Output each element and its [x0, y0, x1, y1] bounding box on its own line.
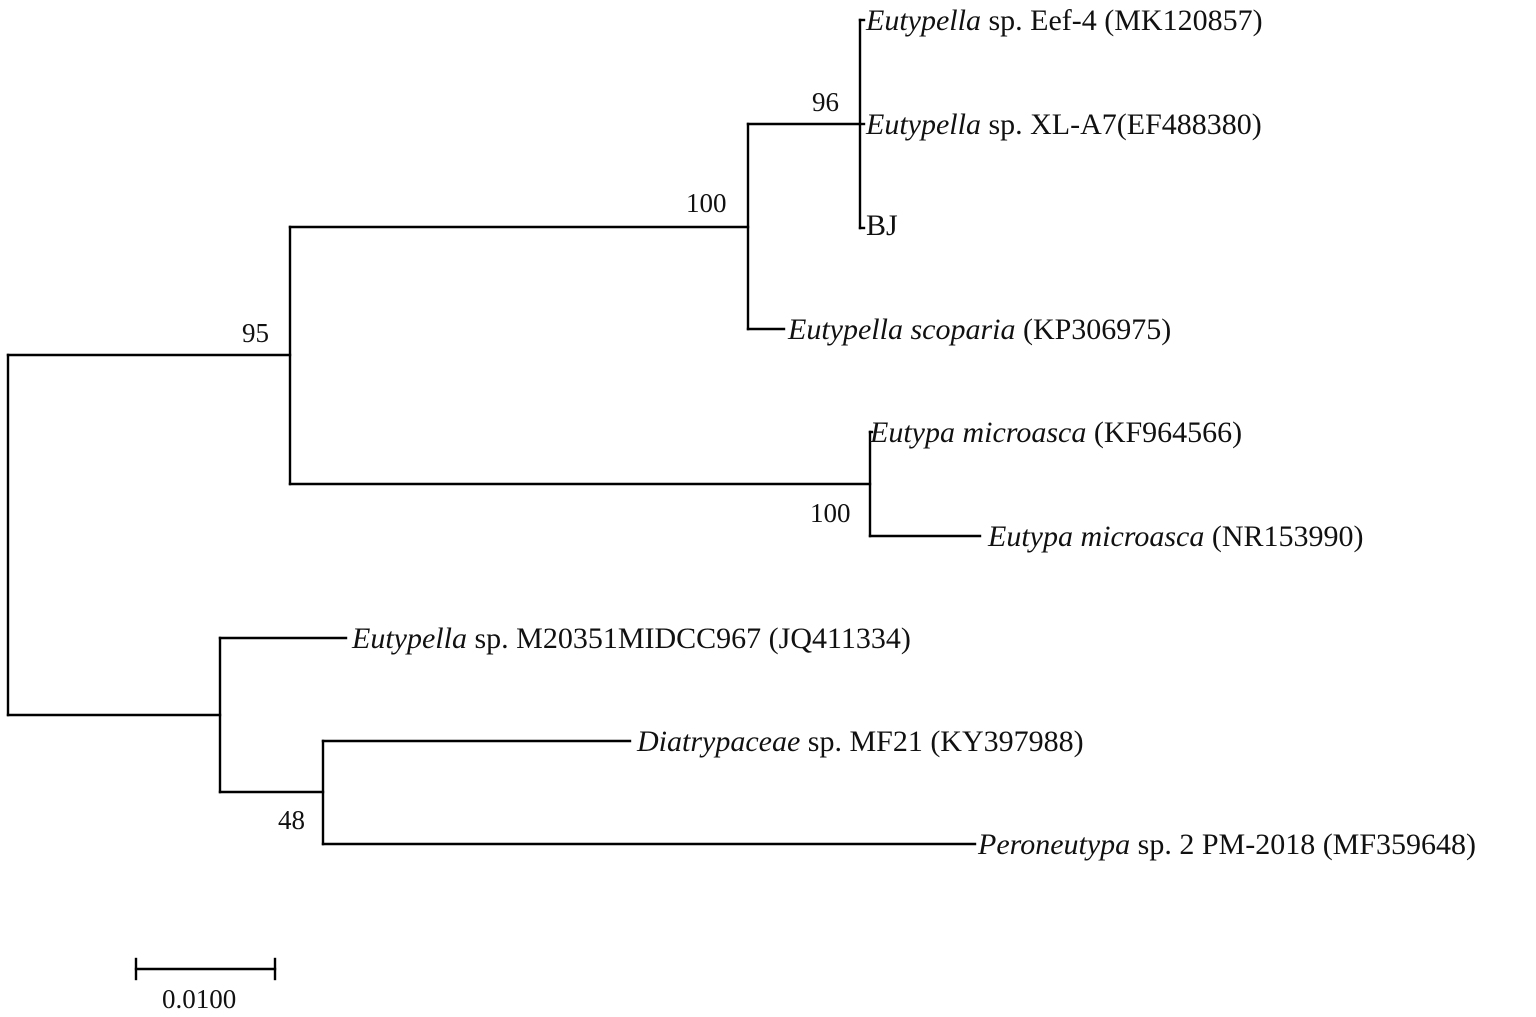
taxon-label-mf21: Diatrypaceae sp. MF21 (KY397988): [636, 725, 1084, 758]
support-value-96: 96: [812, 87, 839, 117]
taxon-label-microasca1: Eutypa microasca (KF964566): [869, 416, 1242, 449]
taxon-label-peroneutypa: Peroneutypa sp. 2 PM-2018 (MF359648): [977, 828, 1476, 861]
support-value-95: 95: [242, 318, 269, 348]
taxon-label-eef4: Eutypella sp. Eef-4 (MK120857): [865, 4, 1263, 37]
taxon-label-microasca2: Eutypa microasca (NR153990): [987, 520, 1364, 553]
scale-bar-label: 0.0100: [162, 984, 236, 1014]
support-value-48: 48: [278, 805, 305, 835]
support-value-100-eutypa: 100: [810, 498, 851, 528]
taxon-label-m20351: Eutypella sp. M20351MIDCC967 (JQ411334): [351, 622, 911, 655]
taxon-label-xla7: Eutypella sp. XL-A7(EF488380): [865, 108, 1262, 141]
taxon-label-bj: BJ: [866, 209, 898, 242]
taxon-label-scoparia: Eutypella scoparia (KP306975): [787, 313, 1171, 346]
support-value-100-eutypella: 100: [686, 188, 727, 218]
